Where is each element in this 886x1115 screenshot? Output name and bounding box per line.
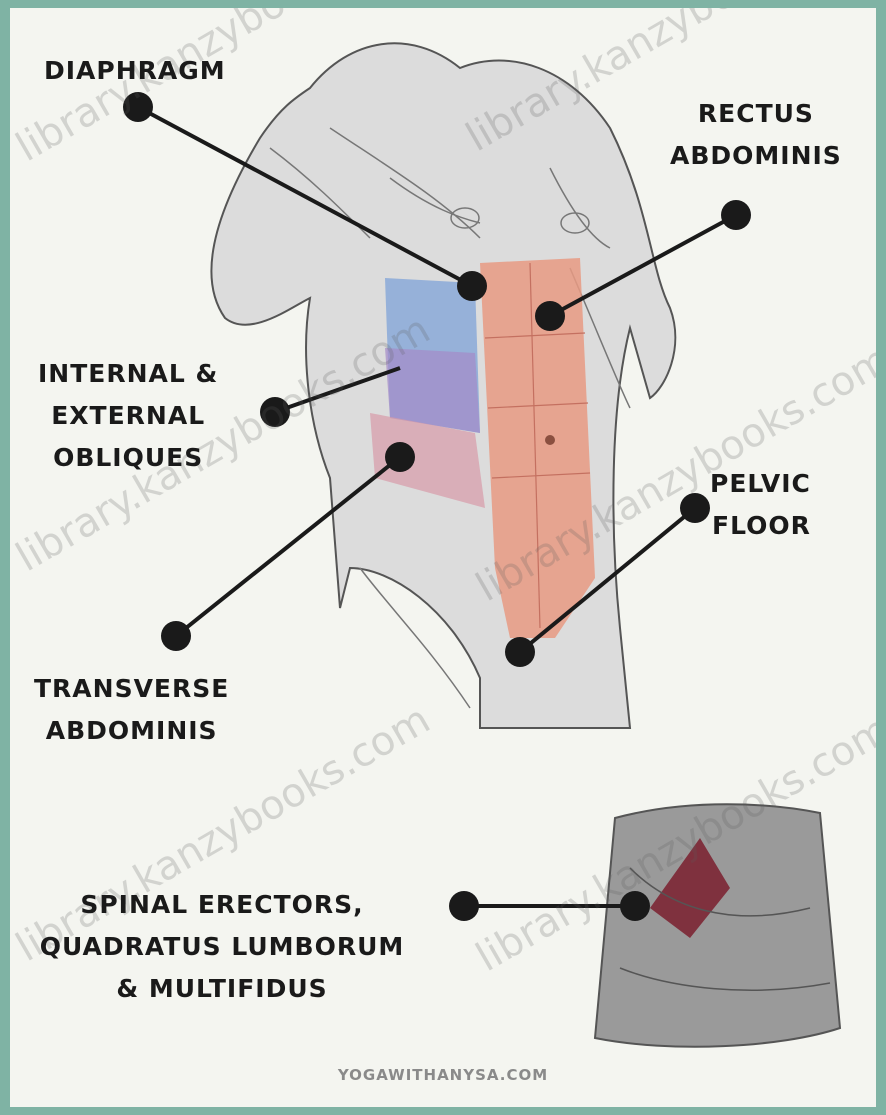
label-line: OBLIQUES	[38, 437, 218, 479]
label-line: PELVIC	[710, 463, 811, 505]
label-line: DIAPHRAGM	[44, 50, 226, 92]
label-line: TRANSVERSE	[34, 668, 229, 710]
anatomy-figure: library.kanzybooks.com library.kanzybook…	[10, 8, 876, 1107]
pelvic-floor-label: PELVIC FLOOR	[710, 463, 811, 547]
rectus-abdominis-label: RECTUS ABDOMINIS	[670, 93, 842, 177]
label-line: INTERNAL &	[38, 353, 218, 395]
label-line: RECTUS	[670, 93, 842, 135]
label-line: ABDOMINIS	[670, 135, 842, 177]
label-line: EXTERNAL	[38, 395, 218, 437]
label-line: SPINAL ERECTORS,	[12, 884, 432, 926]
label-line: QUADRATUS LUMBORUM	[12, 926, 432, 968]
spinal-label: SPINAL ERECTORS, QUADRATUS LUMBORUM & MU…	[12, 884, 432, 1010]
label-line: FLOOR	[710, 505, 811, 547]
footer-credit: YOGAWITHANYSA.COM	[10, 1066, 876, 1084]
obliques-label: INTERNAL & EXTERNAL OBLIQUES	[38, 353, 218, 479]
label-line: ABDOMINIS	[34, 710, 229, 752]
transverse-abdominis-label: TRANSVERSE ABDOMINIS	[34, 668, 229, 752]
label-line: & MULTIFIDUS	[12, 968, 432, 1010]
diaphragm-label: DIAPHRAGM	[44, 50, 226, 92]
